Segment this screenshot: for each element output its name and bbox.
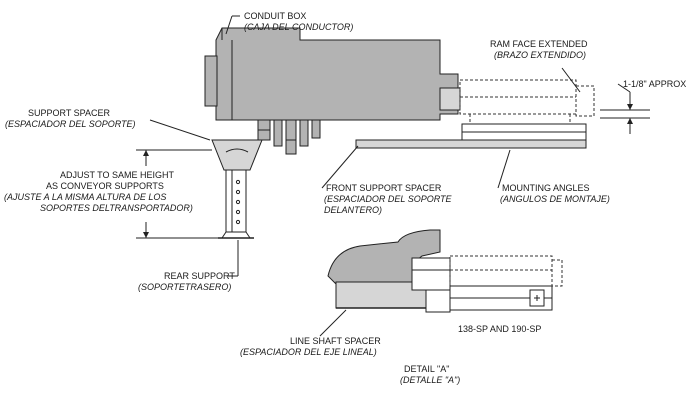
line-shaft-spacer-label-es: (ESPACIADOR DEL EJE LINEAL)	[240, 347, 377, 357]
support-spacer-label: SUPPORT SPACER	[28, 108, 111, 118]
front-support-spacer-label-es-1: (ESPACIADOR DEL SOPORTE	[324, 194, 453, 204]
line-shaft-spacer-label: LINE SHAFT SPACER	[290, 336, 381, 346]
front-support-spacer-label-es-2: DELANTERO)	[324, 205, 382, 215]
rear-support-label-es: (SOPORTETRASERO)	[138, 282, 231, 292]
leader-lines	[149, 15, 631, 337]
model-numbers-label: 138-SP AND 190-SP	[458, 324, 541, 334]
mounting-angles	[355, 123, 587, 149]
adjust-label-2: AS CONVEYOR SUPPORTS	[46, 181, 164, 191]
conduit-box-label: CONDUIT BOX	[244, 11, 306, 21]
support-spacer	[211, 139, 263, 171]
detail-a-drawing	[327, 229, 563, 313]
ram-face-label: RAM FACE EXTENDED	[490, 39, 588, 49]
ram-face-label-es: (BRAZO EXTENDIDO)	[494, 50, 586, 60]
support-spacer-label-es: (ESPACIADOR DEL SOPORTE)	[5, 119, 136, 129]
adjust-label-es-1: (AJUSTE A LA MISMA ALTURA DE LOS	[4, 192, 166, 202]
adjust-label-es-2: SOPORTES DELTRANSPORTADOR)	[40, 203, 193, 213]
mounting-angles-label: MOUNTING ANGLES	[502, 183, 590, 193]
detail-a-label: DETAIL "A"	[404, 364, 449, 374]
mounting-angles-label-es: (ANGULOS DE MONTAJE)	[500, 194, 610, 204]
height-dimension	[136, 149, 218, 239]
detail-a-label-es: (DETALLE "A")	[400, 375, 460, 385]
actuator-body	[204, 27, 461, 121]
front-support-spacer-label: FRONT SUPPORT SPACER	[326, 183, 442, 193]
adjust-label-1: ADJUST TO SAME HEIGHT	[60, 170, 175, 180]
rear-support-label: REAR SUPPORT	[164, 271, 235, 281]
rear-support	[218, 169, 254, 239]
approx-label: 1-1/8" APPROX	[623, 79, 686, 89]
ram-face-extended	[459, 79, 595, 124]
conduit-fittings	[257, 119, 321, 155]
conduit-box-label-es: (CAJA DEL CONDUCTOR)	[244, 22, 353, 32]
approx-dimension	[600, 92, 650, 134]
